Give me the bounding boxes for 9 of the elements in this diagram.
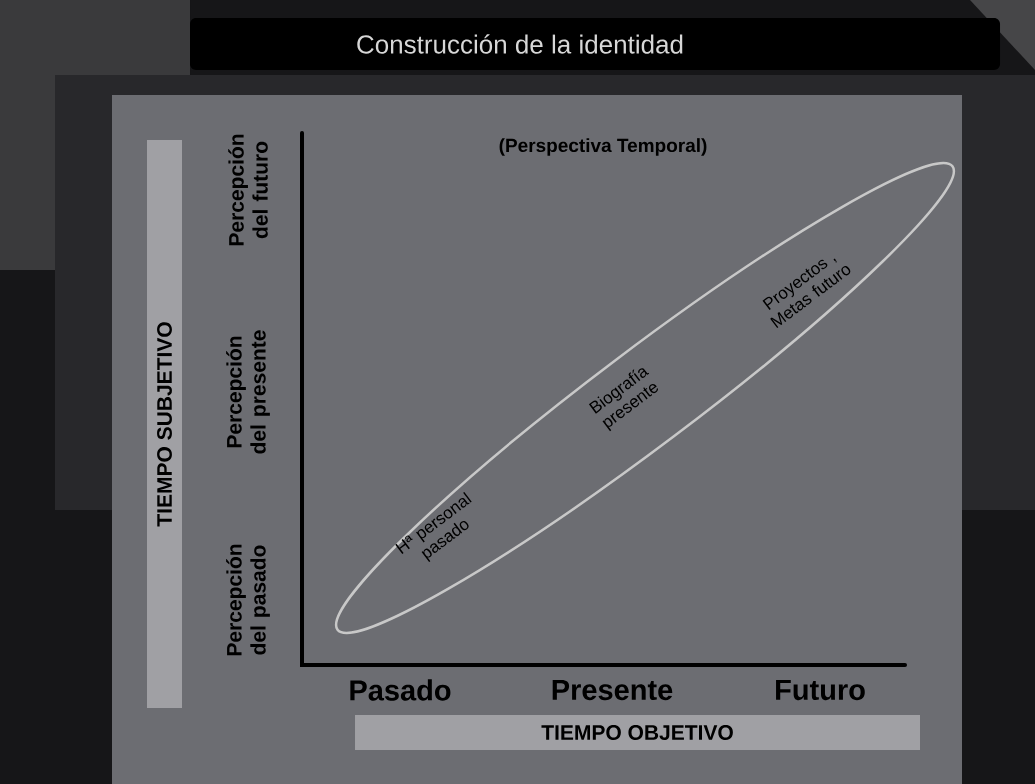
axis-label: Percepción del futuro <box>228 134 268 246</box>
axis-label: Presente <box>552 679 673 701</box>
axis-label-bar: TIEMPO OBJETIVO <box>355 715 920 750</box>
axis-label: Futuro <box>776 679 865 701</box>
axis-label: Percepción del pasado <box>226 544 270 656</box>
axis-label-bar: TIEMPO SUBJETIVO <box>147 140 182 708</box>
title-bar: Construcción de la identidad <box>190 18 1000 70</box>
axis-label: Pasado <box>350 679 451 701</box>
axis-label: Percepción del presente <box>226 330 270 454</box>
